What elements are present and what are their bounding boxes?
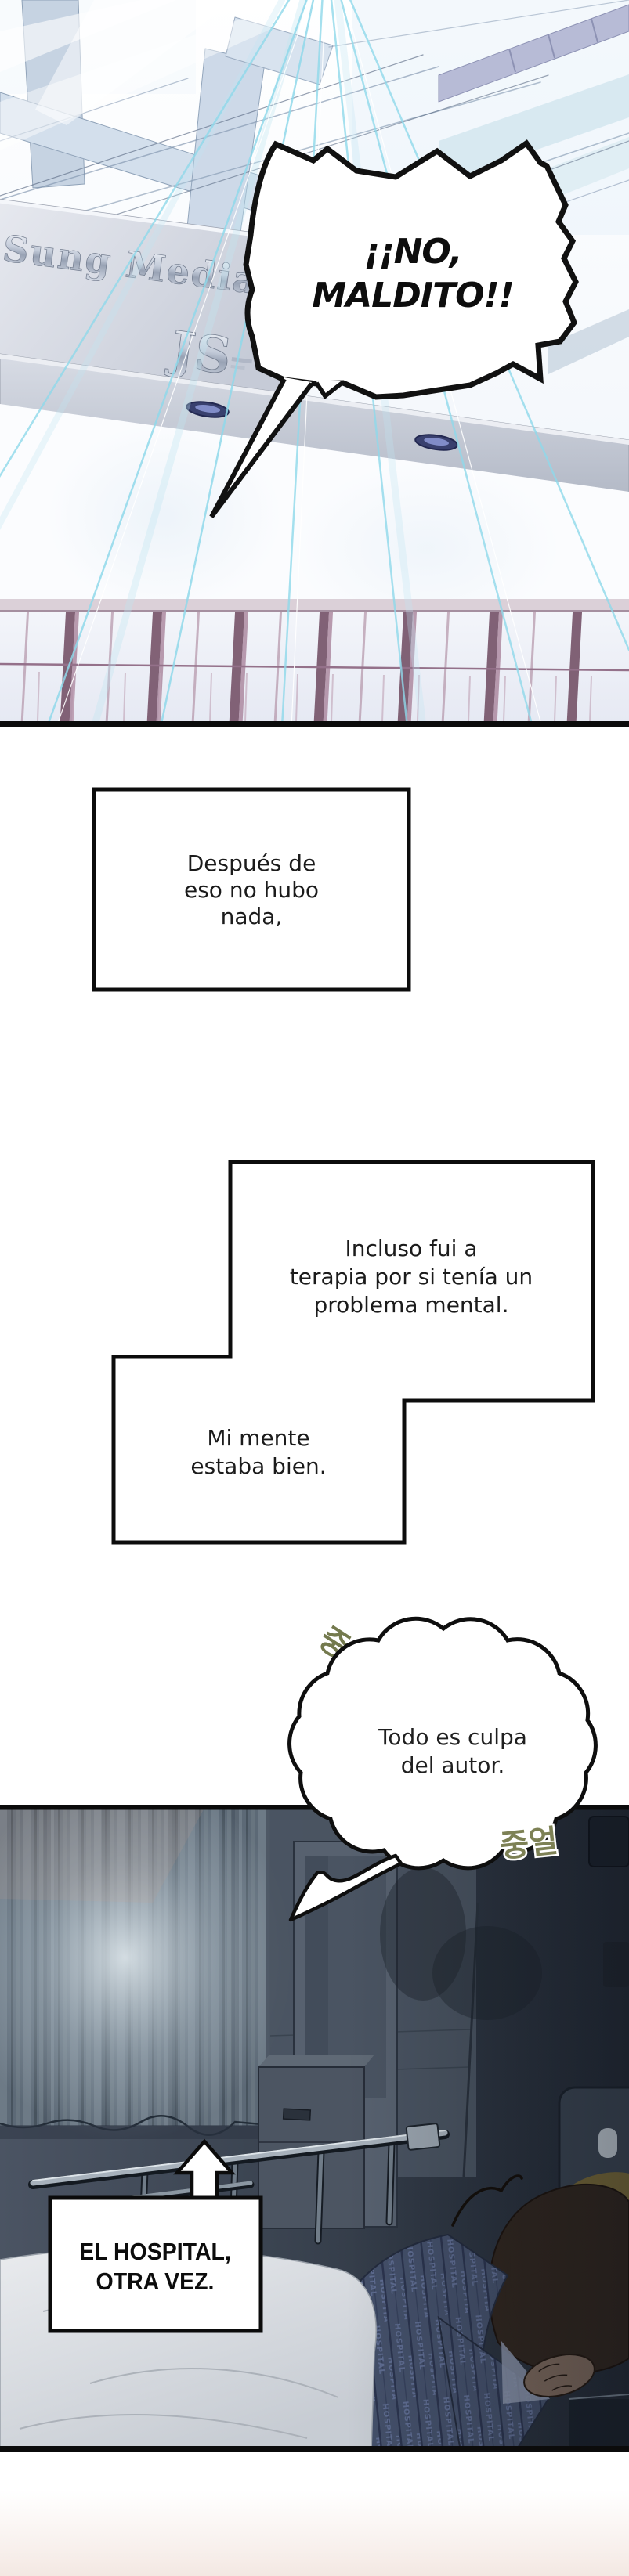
window-band <box>0 599 629 723</box>
shout-bubble: ¡¡NO, MALDITO!! <box>209 139 579 518</box>
window-railing <box>37 671 592 723</box>
bubble-tail <box>209 377 345 518</box>
caption3-line2: estaba bien. <box>190 1453 326 1479</box>
room-vignette <box>0 1805 629 2452</box>
panel1-bottom-border <box>0 721 629 727</box>
ceiling-beams <box>0 0 629 374</box>
caption2-line1: Incluso fui a <box>345 1236 478 1261</box>
bubble-outline <box>243 139 579 400</box>
caption1-line3: nada, <box>221 904 283 929</box>
caption1-line2: eso no hubo <box>184 877 319 903</box>
ceiling-fascia <box>0 353 629 494</box>
sign-logo-text: JS <box>164 319 235 386</box>
thought-cloud: 중얼 Todo es culpa del autor. 중얼 <box>287 1616 598 1922</box>
cloud-text-line2: del autor. <box>401 1752 505 1778</box>
panel2-bottom-border <box>0 2446 629 2452</box>
room-caption-line1: EL HOSPITAL, <box>79 2239 231 2265</box>
caption3-line1: Mi mente <box>207 1425 309 1451</box>
cloud-outline <box>287 1616 598 1871</box>
caption-box-1: Después de eso no hubo nada, <box>92 787 411 992</box>
panel-hospital-room: EL HOSPITAL, OTRA VEZ. <box>0 1805 629 2452</box>
room-caption-box: EL HOSPITAL, OTRA VEZ. <box>48 2195 263 2333</box>
room-caption-line2: OTRA VEZ. <box>96 2268 215 2295</box>
cloud-text-line1: Todo es culpa <box>378 1724 527 1750</box>
bubble-text-line1: ¡¡NO, <box>363 232 461 272</box>
cloud-tail <box>288 1853 403 1922</box>
light-flare-bands <box>0 0 284 150</box>
caption1-line1: Después de <box>187 850 316 876</box>
ceiling-light <box>186 401 230 418</box>
panel-hospital-lobby: Sung Medial F JS <box>0 0 629 727</box>
ceiling-light <box>414 434 458 451</box>
mutter-sfx-2: 중얼 <box>498 1824 559 1865</box>
sign-small-text-blur <box>230 364 245 370</box>
caption2-line3: problema mental. <box>314 1292 509 1318</box>
caption2-line2: terapia por si tenía un <box>290 1264 533 1290</box>
sign-small-text-blur <box>231 356 252 364</box>
page-bottom-gap <box>0 2452 629 2576</box>
bubble-text-line2: MALDITO!! <box>312 276 513 316</box>
caption-box-stepped: Incluso fui a terapia por si tenía un pr… <box>111 1160 595 1545</box>
